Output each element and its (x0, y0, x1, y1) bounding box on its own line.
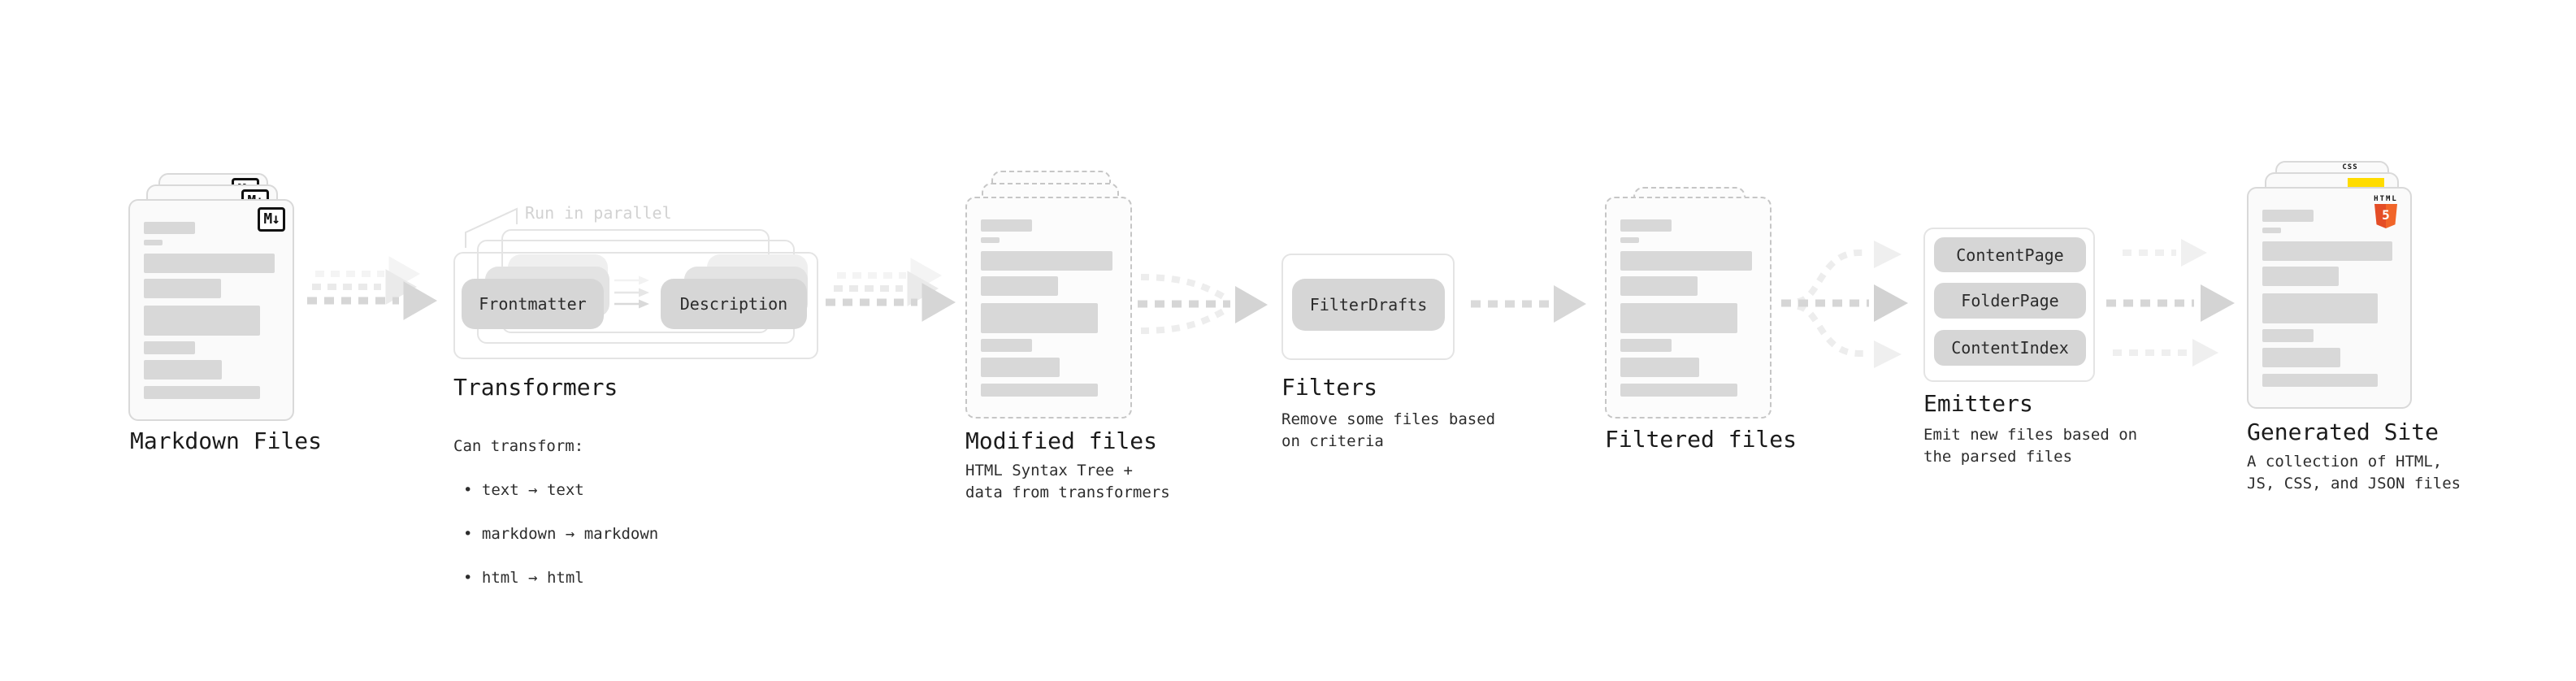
caption-bullet: • markdown → markdown (463, 525, 659, 543)
document-skeleton (981, 219, 1117, 397)
description-pill: Description (661, 279, 807, 329)
modified-file-card (965, 197, 1132, 419)
filterdrafts-pill: FilterDrafts (1292, 279, 1445, 331)
filtered-file-card (1605, 197, 1772, 419)
markdown-icon: M↓ (258, 207, 285, 232)
site-file-card: HTML 5 (2247, 187, 2412, 409)
modified-files-caption: HTML Syntax Tree + data from transformer… (965, 462, 1170, 501)
generated-site-label: Generated Site (2247, 419, 2439, 445)
arrow-filters-to-filtered (1471, 285, 1586, 323)
html5-icon: HTML 5 (2371, 195, 2400, 228)
run-in-parallel-annotation: Run in parallel (525, 203, 672, 223)
folderpage-pill: FolderPage (1934, 283, 2086, 319)
transformers-caption: Can transform: • text → text • markdown … (453, 414, 658, 611)
contentindex-pill: ContentIndex (1934, 330, 2086, 366)
markdown-file-card: M↓ (128, 199, 294, 421)
transformers-label: Transformers (453, 374, 618, 401)
frontmatter-pill: Frontmatter (462, 279, 604, 329)
document-skeleton (1620, 219, 1756, 397)
markdown-files-label: Markdown Files (130, 427, 323, 454)
arrow-modified-to-filters (1138, 274, 1268, 334)
caption-bullet: • html → html (463, 569, 584, 587)
caption-bullet: • text → text (463, 481, 584, 499)
contentpage-pill: ContentPage (1934, 237, 2086, 272)
arrow-filtered-to-emitters (1781, 241, 1908, 368)
modified-files-label: Modified files (965, 427, 1158, 454)
arrow-markdown-to-transformers (307, 257, 436, 319)
filters-caption: Remove some files based on criteria (1281, 410, 1496, 450)
arrow-emitters-to-site (2106, 239, 2235, 367)
generated-site-caption: A collection of HTML, JS, CSS, and JSON … (2247, 453, 2461, 492)
document-skeleton (144, 222, 279, 399)
document-skeleton (2262, 210, 2396, 387)
filters-label: Filters (1281, 374, 1378, 401)
emitters-label: Emitters (1923, 390, 2033, 417)
transformer-frame (453, 252, 818, 359)
emitters-caption: Emit new files based on the parsed files (1923, 426, 2138, 466)
caption-title: Can transform: (453, 437, 584, 455)
arrow-transformers-to-modified (826, 258, 955, 321)
filtered-files-label: Filtered files (1605, 426, 1798, 453)
